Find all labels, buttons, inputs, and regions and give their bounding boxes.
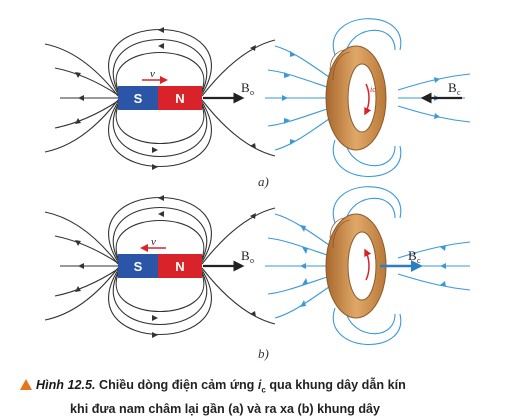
panel-label-a: a) bbox=[258, 174, 269, 189]
induced-arrows-b bbox=[300, 225, 446, 307]
caption-marker-icon bbox=[20, 379, 32, 390]
induced-field-sub-a: c bbox=[457, 88, 461, 97]
induced-field-sub-b: c bbox=[417, 256, 421, 265]
figure-caption: Hình 12.5. Chiều dòng điện cảm ứng ic qu… bbox=[20, 376, 520, 418]
caption-line1-rest: qua khung dây dẫn kín bbox=[269, 378, 406, 392]
field-arrows-a bbox=[75, 27, 256, 170]
current-label-a: ic bbox=[370, 85, 376, 94]
south-label-b: S bbox=[134, 259, 143, 274]
current-arrow-a bbox=[364, 83, 372, 116]
north-pole-b bbox=[158, 254, 202, 278]
panel-label-b: b) bbox=[258, 346, 269, 361]
south-label-a: S bbox=[134, 91, 143, 106]
induced-field-lines-b bbox=[265, 186, 471, 345]
north-label-a: N bbox=[175, 91, 184, 106]
coil-b bbox=[325, 213, 387, 319]
figure-number: Hình 12.5. bbox=[36, 378, 96, 392]
induction-diagram: S N v B o bbox=[44, 18, 471, 361]
north-label-b: N bbox=[175, 259, 184, 274]
panel-b: S N v B o bbox=[44, 186, 471, 361]
magnet-field-label-a: B bbox=[241, 80, 250, 95]
caption-line1-text: Chiều dòng điện cảm ứng bbox=[99, 378, 255, 392]
caption-current-symbol: i bbox=[257, 378, 262, 392]
magnet-field-lines-a bbox=[44, 28, 276, 168]
south-pole-b bbox=[118, 254, 158, 278]
velocity-label-a: v bbox=[150, 68, 155, 80]
current-arrow-b bbox=[364, 248, 372, 281]
induced-field-label-b: B bbox=[408, 248, 417, 263]
field-arrows-b bbox=[75, 195, 256, 338]
caption-current-sub: c bbox=[261, 385, 266, 395]
south-pole-a bbox=[118, 86, 158, 110]
magnet-field-sub-a: o bbox=[250, 88, 254, 97]
north-pole-a bbox=[158, 86, 202, 110]
caption-line2: khi đưa nam châm lại gần (a) và ra xa (b… bbox=[70, 401, 381, 416]
panel-a: S N v B o bbox=[44, 18, 471, 189]
induced-field-label-a: B bbox=[448, 80, 457, 95]
magnet-field-label-b: B bbox=[241, 248, 250, 263]
magnet-field-sub-b: o bbox=[250, 256, 254, 265]
induced-arrows-a bbox=[282, 51, 440, 145]
coil-a bbox=[325, 45, 387, 151]
velocity-label-b: v bbox=[151, 236, 156, 248]
